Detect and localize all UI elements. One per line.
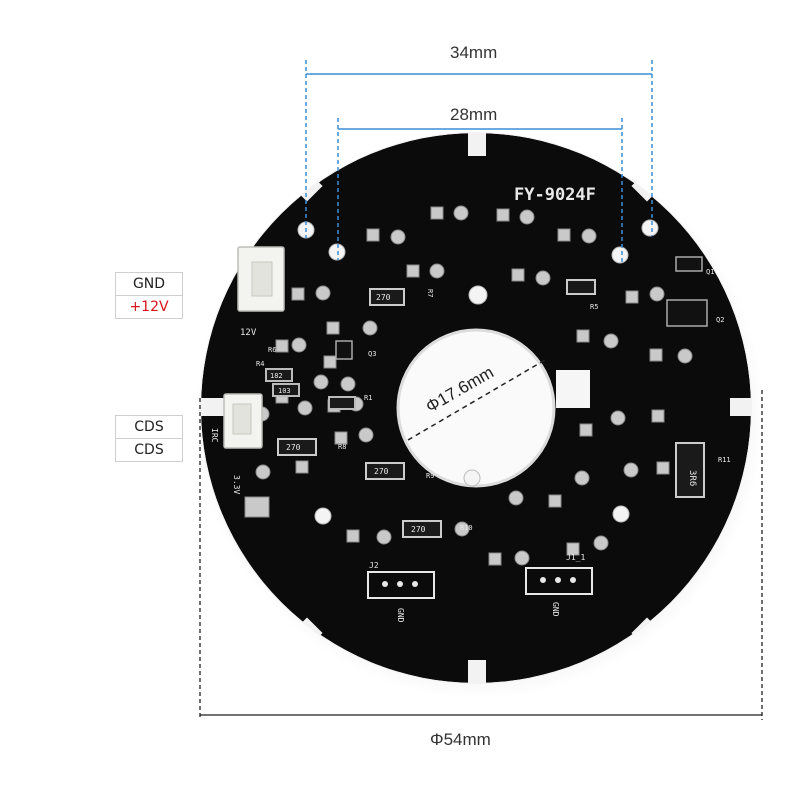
dimension-54mm (199, 390, 763, 720)
silk-r5: R5 (590, 303, 598, 311)
silk-r182: 182 (270, 372, 283, 380)
silk-r1: R1 (364, 394, 372, 402)
silk-r270-d: 270 (411, 525, 426, 534)
silk-gnd-j2: GND (396, 608, 405, 623)
silk-r10: R10 (460, 524, 473, 532)
silk-r7: R7 (426, 289, 434, 297)
silk-irc: IRC (210, 428, 219, 443)
silk-q1: Q1 (706, 268, 714, 276)
header-outlines (367, 567, 593, 599)
dimension-28mm (337, 118, 623, 262)
center-hole-notch (556, 370, 590, 408)
silk-gnd-j1: GND (551, 602, 560, 617)
silk-r103: 103 (278, 387, 291, 395)
dimension-34mm (305, 60, 653, 238)
dimension-28mm-label: 28mm (450, 105, 497, 124)
silk-r270-b: 270 (286, 443, 301, 452)
silk-r9: R9 (426, 472, 434, 480)
cds-label-2: CDS (115, 438, 183, 462)
silk-q3: Q3 (368, 350, 376, 358)
silk-j1: J1_1 (566, 553, 585, 562)
silk-r3r6: 3R6 (687, 470, 697, 486)
silk-r8: R8 (338, 443, 346, 451)
cds-connector (223, 393, 263, 449)
dimension-54mm-label: Φ54mm (430, 730, 491, 749)
power-connector (237, 246, 285, 312)
model-label: FY-9024F (514, 185, 596, 205)
gnd-label: GND (115, 272, 183, 296)
header-pins (382, 577, 576, 587)
silk-j2: J2 (369, 561, 379, 570)
smd-resistors (265, 256, 708, 538)
cds-label-1: CDS (115, 415, 183, 439)
silk-r4: R4 (256, 360, 264, 368)
silk-r270-c: 270 (374, 467, 389, 476)
silk-12v: 12V (240, 328, 257, 338)
silk-q2: Q2 (716, 316, 724, 324)
silk-r270-a: 270 (376, 293, 391, 302)
center-hole (396, 328, 556, 488)
silk-3v3: 3.3V (232, 475, 241, 494)
silk-r6: R6 (268, 346, 276, 354)
v12-label: +12V (115, 295, 183, 319)
dimension-34mm-label: 34mm (450, 43, 497, 62)
silk-r11: R11 (718, 456, 731, 464)
